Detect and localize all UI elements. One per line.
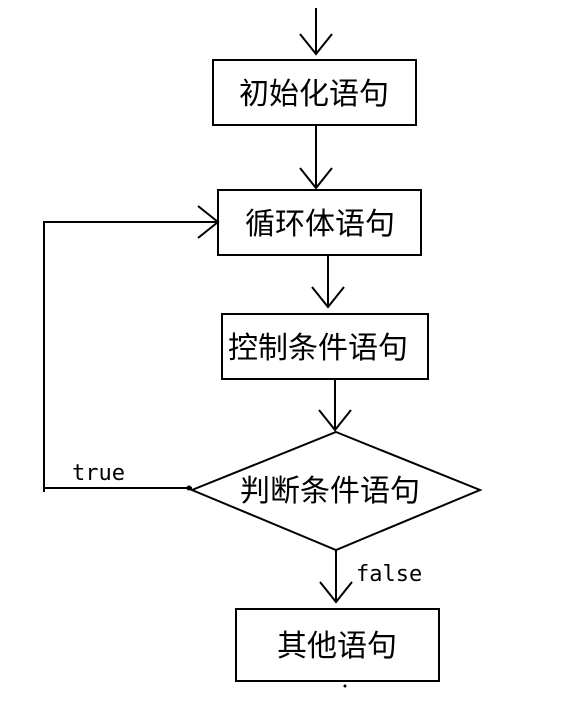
loop-body-label: 循环体语句 <box>245 207 395 242</box>
arrow-control-to-condition <box>318 379 352 432</box>
loop-body-box: 循环体语句 <box>217 189 422 256</box>
init-statement-box: 初始化语句 <box>212 59 417 126</box>
other-statement-box: 其他语句 <box>235 608 440 682</box>
other-statement-label: 其他语句 <box>277 629 397 664</box>
entry-arrow <box>299 8 333 56</box>
false-edge-arrow <box>319 550 353 604</box>
control-statement-label: 控制条件语句 <box>228 331 408 366</box>
stray-dot <box>343 684 347 688</box>
true-edge-label: true <box>72 461 125 486</box>
false-edge-label: false <box>356 562 422 587</box>
arrow-body-to-control <box>311 255 345 309</box>
condition-decision-diamond: 判断条件语句 <box>189 430 483 552</box>
init-statement-label: 初始化语句 <box>239 77 389 112</box>
condition-label: 判断条件语句 <box>240 474 420 509</box>
arrow-init-to-body <box>299 125 333 190</box>
control-statement-box: 控制条件语句 <box>221 313 429 380</box>
true-loop-back-edge <box>43 205 220 492</box>
